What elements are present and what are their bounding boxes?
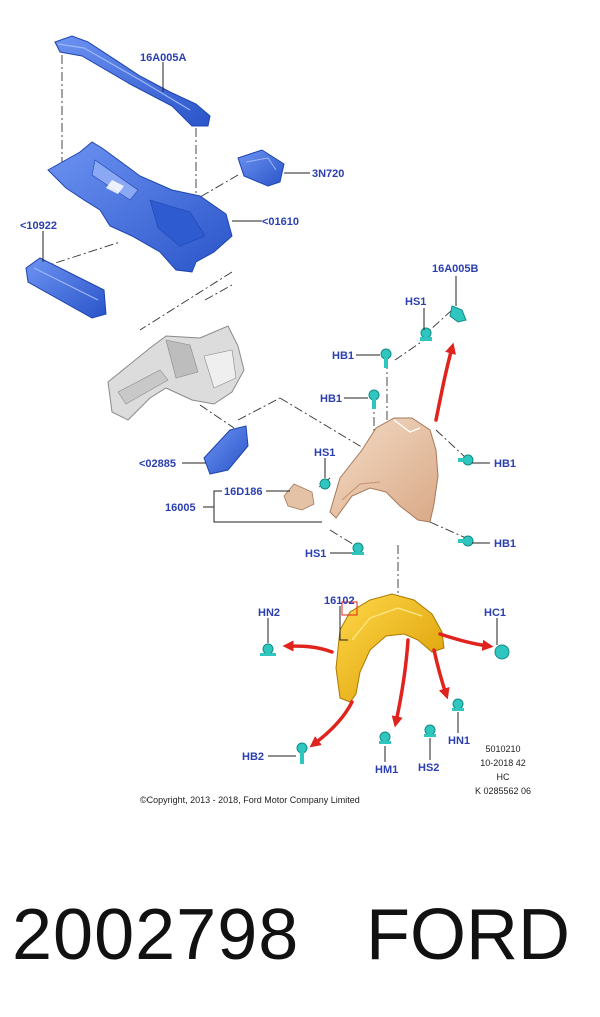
label-hb1-right-lower: HB1 xyxy=(494,538,516,550)
label-3n720: 3N720 xyxy=(312,168,344,180)
fasteners xyxy=(260,305,510,764)
reference-block: 5010210 10-2018 42 HC K 0285562 06 xyxy=(475,744,531,796)
label-16a005b: 16A005B xyxy=(432,263,479,275)
reference-line-2: 10-2018 42 xyxy=(480,758,526,768)
wheel-arch-liner-part xyxy=(335,593,445,703)
brand-name: FORD xyxy=(366,895,570,975)
clip-hc1 xyxy=(494,644,510,660)
label-hs2: HS2 xyxy=(418,762,439,774)
label-hs1-lower: HS1 xyxy=(305,548,326,560)
label-hc1: HC1 xyxy=(484,607,506,619)
label-hs1-mid: HS1 xyxy=(314,447,335,459)
label-hs1-top: HS1 xyxy=(405,296,426,308)
front-fender-part xyxy=(329,417,439,523)
clip-hs2 xyxy=(424,724,436,737)
label-hb1-upper: HB1 xyxy=(332,350,354,362)
screw-hb1-second xyxy=(368,389,380,409)
screw-hb1-upper xyxy=(380,348,392,368)
apron-panel-part xyxy=(47,141,233,273)
body-structure-assembly xyxy=(107,325,245,421)
label-16102: 16102 xyxy=(324,595,355,607)
label-16a005a: 16A005A xyxy=(140,52,187,64)
clip-hn2 xyxy=(260,643,276,656)
label-16d186: 16D186 xyxy=(224,486,263,498)
reference-line-1: 5010210 xyxy=(485,744,520,754)
bracket-3n720-part xyxy=(237,149,285,187)
label-02885: <02885 xyxy=(139,458,176,470)
leader-lines xyxy=(42,62,498,762)
screw-hb1-right-lower xyxy=(458,535,474,547)
bracket-02885-part xyxy=(203,425,249,475)
upper-rail-part xyxy=(54,35,211,127)
direction-arrows xyxy=(282,342,494,748)
copyright-notice: ©Copyright, 2013 - 2018, Ford Motor Comp… xyxy=(140,795,360,805)
fender-bracket-16d186-part xyxy=(283,483,315,511)
clip-hn1 xyxy=(452,698,464,711)
label-hb2: HB2 xyxy=(242,751,264,763)
label-10922: <10922 xyxy=(20,220,57,232)
footer-caption: 2002798 FORD xyxy=(0,880,600,1000)
label-hn2: HN2 xyxy=(258,607,280,619)
clip-hs1-mid xyxy=(319,478,331,490)
clip-hm1 xyxy=(379,731,391,744)
label-hb1-second: HB1 xyxy=(320,393,342,405)
clip-hs1-top xyxy=(420,327,432,341)
part-labels: 16A005A 3N720 <01610 <10922 <02885 16A00… xyxy=(20,52,516,776)
clip-hs1-lower xyxy=(352,542,364,555)
part-number: 2002798 xyxy=(12,895,300,975)
clip-16a005b xyxy=(449,305,467,323)
screw-hb1-right-upper xyxy=(458,454,474,466)
label-01610: <01610 xyxy=(262,216,299,228)
lower-bar-10922-part xyxy=(25,257,107,319)
reference-line-4: K 0285562 06 xyxy=(475,786,531,796)
screw-hb2 xyxy=(296,742,308,764)
label-hn1: HN1 xyxy=(448,735,470,747)
exploded-parts-diagram: 16A005A 3N720 <01610 <10922 <02885 16A00… xyxy=(20,35,531,805)
label-16005: 16005 xyxy=(165,502,196,514)
reference-line-3: HC xyxy=(497,772,510,782)
label-hm1: HM1 xyxy=(375,764,398,776)
assembly-lines xyxy=(39,55,467,596)
label-hb1-right-upper: HB1 xyxy=(494,458,516,470)
